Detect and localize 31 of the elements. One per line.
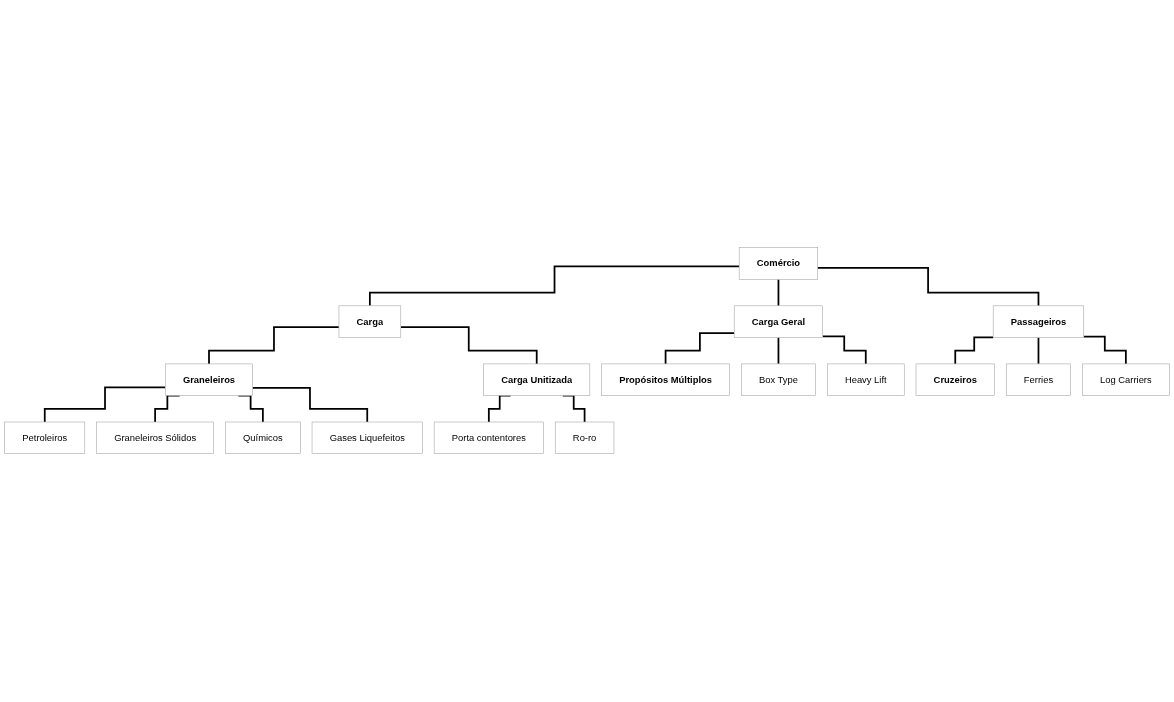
connector <box>816 267 1040 307</box>
node-box: Porta contentores <box>433 422 544 455</box>
node-box: Passageiros <box>992 305 1085 339</box>
connector <box>777 278 780 307</box>
node-box: Gases Liquefeitos <box>311 422 423 455</box>
connector <box>821 335 867 366</box>
connector <box>664 332 736 366</box>
connector <box>1037 336 1040 366</box>
connector <box>954 336 995 366</box>
connector <box>1082 336 1127 366</box>
connector <box>208 326 340 366</box>
connector <box>399 326 538 366</box>
node-box: Box Type <box>741 363 816 397</box>
node-box: Graneleiros Sólidos <box>96 422 214 455</box>
node-box: Cruzeiros <box>915 363 995 397</box>
node-box: Carga <box>338 305 402 339</box>
node-box: Carga Unitizada <box>483 363 591 397</box>
node-box: Heavy Lift <box>827 363 905 397</box>
node-box: Log Carriers <box>1082 363 1170 397</box>
connector <box>43 386 167 424</box>
node-box: Ferries <box>1005 363 1071 397</box>
connector <box>251 387 369 424</box>
node-box: Comércio <box>738 247 818 280</box>
connector <box>369 265 741 307</box>
node-box: Petroleiros <box>4 422 86 455</box>
node-box: Graneleiros <box>165 363 253 397</box>
connector <box>777 336 780 366</box>
node-box: Químicos <box>225 422 301 455</box>
node-box: Propósitos Múltiplos <box>601 363 730 397</box>
node-box: Carga Geral <box>733 305 823 339</box>
node-box: Ro-ro <box>554 422 615 455</box>
